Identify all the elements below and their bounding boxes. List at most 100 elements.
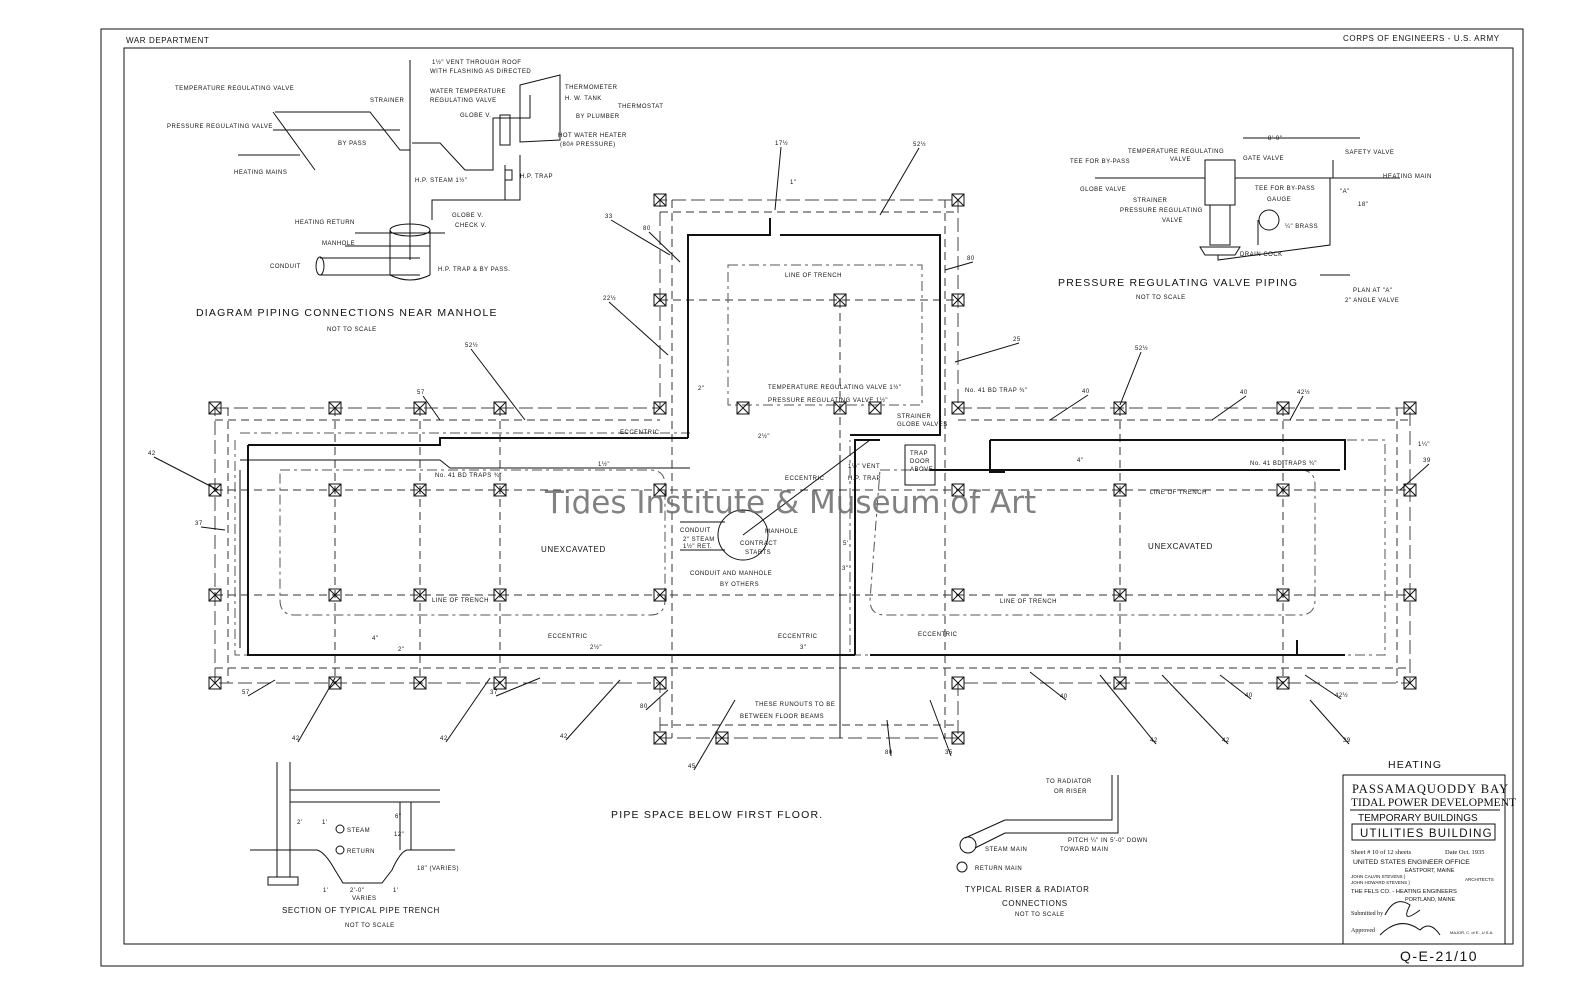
label: WATER TEMPERATURE (430, 89, 506, 95)
column-marker (1403, 483, 1417, 497)
label: ABOVE (910, 467, 933, 473)
callout-number: 52½ (913, 141, 926, 148)
callout-number: 80 (967, 256, 975, 262)
callout-number: 42 (292, 736, 300, 742)
label: WITH FLASHING AS DIRECTED (430, 69, 531, 75)
callout-number: 42½ (1335, 692, 1348, 699)
label: GAUGE (1267, 197, 1291, 203)
label: No. 41 BD TRAPS ¾" (435, 473, 502, 479)
callout-leader (1219, 674, 1252, 700)
column-marker (833, 401, 847, 415)
label: H.P. TRAP (520, 174, 553, 180)
label: TEMPERATURE REGULATING (1128, 149, 1224, 155)
callout-leader (247, 679, 276, 697)
label: 18" (VARIES) (417, 866, 459, 872)
prv-subtitle: NOT TO SCALE (1136, 295, 1186, 301)
label: 1½" RET. (683, 543, 712, 550)
column-marker (653, 483, 667, 497)
callout-leader (422, 395, 441, 421)
prv-title: PRESSURE REGULATING VALVE PIPING (1058, 277, 1298, 289)
callout-number: 40 (1060, 694, 1068, 700)
column-marker (493, 588, 507, 602)
column-marker (653, 731, 667, 745)
column-marker (1403, 676, 1417, 690)
callout-leader (879, 147, 920, 216)
label: CHECK V. (455, 223, 487, 229)
label: HOT WATER HEATER (558, 133, 627, 139)
column-marker (653, 293, 667, 307)
column-marker (1113, 676, 1127, 690)
pipe-space-plan: UNEXCAVATED UNEXCAVATED LINE OF TRENCH L… (148, 140, 1431, 821)
column-marker (493, 676, 507, 690)
inner-border (123, 47, 1514, 945)
trench-title: SECTION OF TYPICAL PIPE TRENCH (282, 906, 440, 915)
label: 1' (323, 888, 328, 894)
engineers: THE FELS CO. - HEATING ENGINEERS (1351, 889, 1457, 895)
architect: JOHN HOWARD STEVENS } (1351, 880, 1410, 885)
signature (1379, 901, 1441, 936)
callout-number: 22½ (603, 295, 616, 302)
column-marker (493, 401, 507, 415)
callout-number: 37 (195, 521, 203, 527)
pipe-size: 2" (698, 386, 704, 392)
column-marker (328, 588, 342, 602)
unexcavated-right: UNEXCAVATED (1148, 542, 1213, 551)
label: STRAINER (370, 98, 405, 104)
callout-number: 42½ (1297, 389, 1310, 396)
column-marker (653, 676, 667, 690)
label: THESE RUNOUTS TO BE (755, 702, 835, 708)
callout-leader (929, 699, 952, 757)
callout-leader (774, 146, 782, 211)
callout-number: 39 (1343, 738, 1351, 744)
sheet-heading: HEATING (1388, 759, 1442, 771)
column-marker (413, 588, 427, 602)
label: VARIES (352, 896, 377, 902)
label: TEE FOR BY-PASS (1070, 159, 1130, 165)
column-marker (833, 293, 847, 307)
label: PRESSURE REGULATING VALVE 1½" (768, 397, 888, 404)
column-markers (208, 193, 1417, 745)
pipe-size: 3" (842, 566, 848, 572)
approver-title: MAJOR, C. of E., U.S.A. (1450, 930, 1493, 935)
callout-leader (1099, 674, 1157, 745)
callout-number: 42 (1150, 738, 1158, 744)
label: DOOR (910, 459, 930, 465)
column-marker (951, 401, 965, 415)
callout-number: 42 (1222, 738, 1230, 744)
callout-leader (954, 342, 1020, 363)
label: STRAINER (1133, 198, 1168, 204)
callout-number: 35 (945, 750, 953, 756)
callout-number: 42 (148, 451, 156, 457)
column-marker (736, 401, 750, 415)
column-marker (1403, 401, 1417, 415)
callout-leader (153, 456, 219, 491)
label: ECCENTRIC (548, 634, 588, 640)
column-marker (208, 588, 222, 602)
callout-number: 25 (1013, 337, 1021, 343)
label: TRAP (910, 451, 928, 457)
callout-leader (200, 526, 226, 531)
callout-number: 52½ (465, 342, 478, 349)
column-marker (1113, 483, 1127, 497)
date: Date Oct. 1935 (1445, 849, 1485, 856)
building-name: UTILITIES BUILDING (1360, 828, 1493, 840)
approved-label: Approved (1351, 928, 1375, 934)
label: PLAN AT "A" (1353, 288, 1393, 294)
trench-subtitle: NOT TO SCALE (345, 923, 395, 929)
label: 12" (394, 832, 404, 838)
callout-leader (944, 261, 974, 271)
callout-number: 39 (1423, 458, 1431, 464)
callout-leader (610, 219, 671, 256)
label: PITCH ¼" IN 5'-0" DOWN (1068, 838, 1148, 844)
callout-leader (1304, 674, 1342, 700)
callout-leader (1211, 395, 1247, 421)
label: VALVE (1162, 218, 1183, 224)
label: 18" (1358, 202, 1368, 208)
label: 2" STEAM (683, 537, 715, 543)
label: ECCENTRIC (918, 632, 958, 638)
callout-number: 42 (440, 736, 448, 742)
column-marker (328, 483, 342, 497)
label: 1½" VENT (848, 463, 880, 470)
label: H.P. STEAM 1½" (415, 177, 467, 184)
